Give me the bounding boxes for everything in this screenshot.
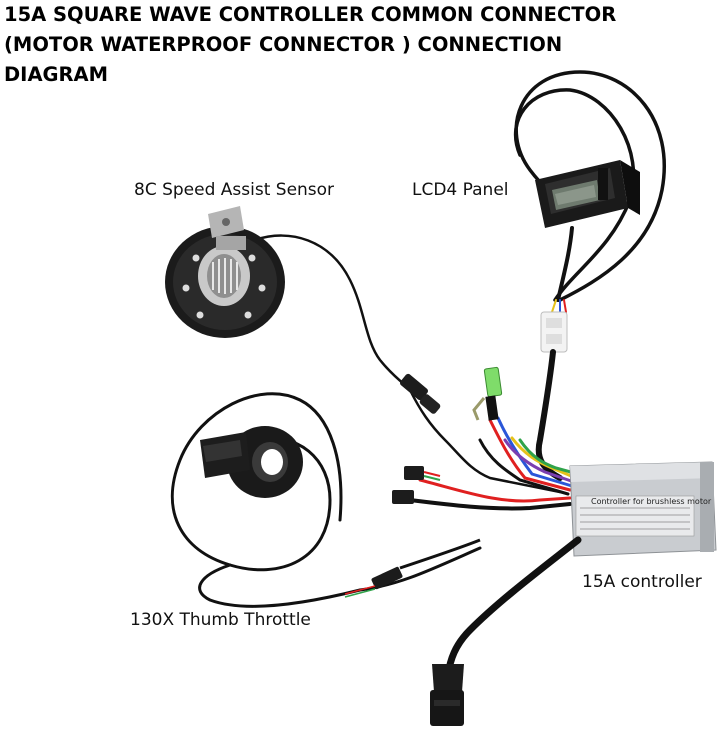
motor-cable [444, 536, 582, 679]
throttle-cable [170, 392, 482, 608]
title-line-2: (MOTOR WATERPROOF CONNECTOR ) CONNECTION [4, 33, 563, 56]
lcd-panel-icon [535, 160, 640, 228]
lcd-panel-label: LCD4 Panel [412, 180, 509, 200]
brake-connectors [392, 466, 441, 504]
speed-sensor-icon [165, 206, 285, 338]
lcd-lead [551, 226, 574, 313]
lcd-cable [513, 70, 666, 302]
sensor-cable [253, 234, 562, 494]
thumb-throttle-icon [200, 426, 303, 498]
diagram-title: 15A SQUARE WAVE CONTROLLER COMMON CONNEC… [4, 0, 714, 90]
lcd-to-controller-cable [535, 349, 563, 481]
controller-wire-bundle [408, 416, 580, 511]
thumb-throttle-label: 130X Thumb Throttle [130, 610, 311, 630]
controller-heading: Controller for brushless motor [591, 497, 712, 506]
speed-sensor-label: 8C Speed Assist Sensor [134, 180, 335, 200]
motor-waterproof-connector [430, 664, 464, 726]
throttle-inline-connector [344, 566, 403, 598]
controller-box-icon: Controller for brushless motor [569, 461, 717, 557]
lcd-white-connector [540, 311, 568, 353]
title-line-1: 15A SQUARE WAVE CONTROLLER COMMON CONNEC… [4, 3, 617, 26]
sensor-inline-connector [400, 373, 441, 414]
title-line-3: DIAGRAM [4, 63, 109, 86]
throttle-to-controller-lead [399, 538, 481, 570]
green-connector [472, 366, 503, 421]
controller-label: 15A controller [582, 572, 702, 592]
